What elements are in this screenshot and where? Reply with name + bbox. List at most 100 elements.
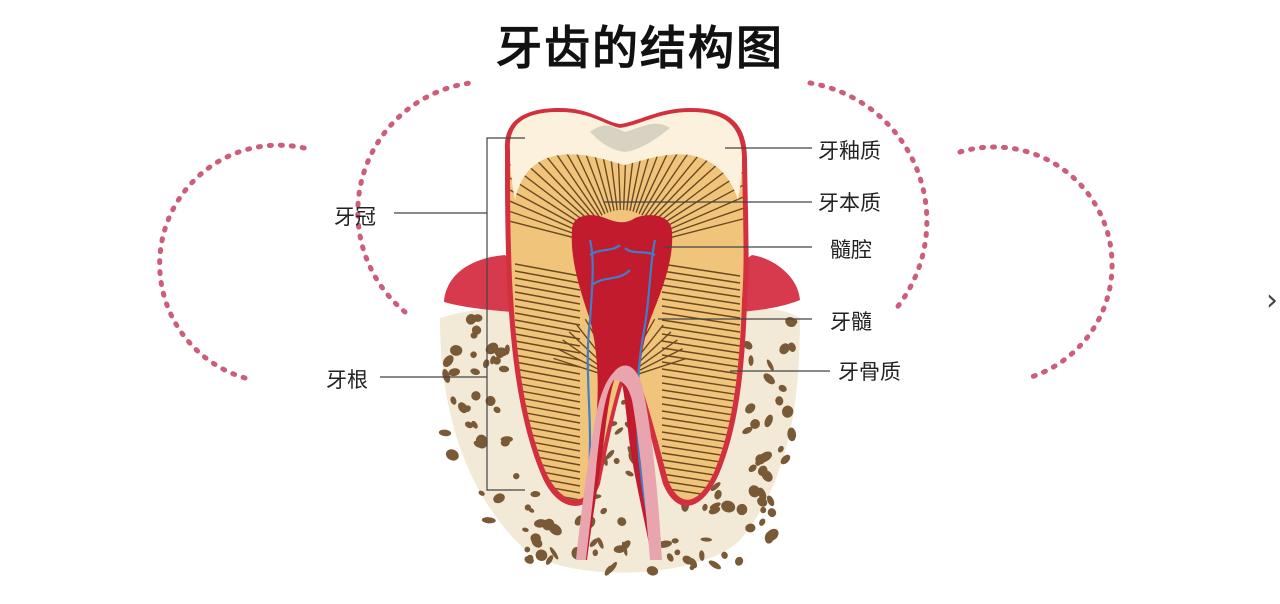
bone-speck	[442, 355, 454, 367]
crown-root-bracket	[486, 137, 525, 491]
vessel-branch-2	[624, 247, 656, 257]
bone-speck	[597, 537, 604, 549]
bone-speck	[450, 345, 463, 356]
bone-speck	[482, 359, 490, 369]
dentin-tubule	[661, 375, 741, 389]
dentin-tubule	[514, 326, 581, 340]
dentin-tubule	[653, 140, 744, 227]
label-dentin: 牙本质	[818, 191, 881, 215]
gum-left	[444, 255, 512, 312]
dotted-arc-left	[355, 80, 473, 315]
label-crown: 牙冠	[334, 205, 376, 229]
bone-speck	[445, 449, 459, 461]
leader-lines	[380, 137, 830, 491]
bone-speck	[614, 427, 624, 435]
dotted-arc-right	[807, 80, 930, 313]
bone-speck	[755, 454, 766, 465]
bone-speck	[613, 457, 620, 465]
dentin-tubule	[514, 340, 581, 354]
bone-speck	[710, 482, 721, 491]
decorative-dotted-circles	[157, 80, 1115, 381]
dentin-tubule	[658, 177, 744, 235]
dentin-tubule	[509, 190, 585, 238]
dentin-tubule	[553, 357, 602, 375]
bone-speck	[778, 384, 787, 392]
dentin-tubule	[661, 368, 741, 382]
enamel-highlight	[590, 123, 670, 152]
bone-speck	[600, 507, 608, 515]
bone-speck	[617, 517, 627, 526]
bone-speck	[607, 561, 618, 574]
bone-speck	[621, 541, 628, 556]
bone-speck	[448, 368, 461, 377]
label-root: 牙根	[326, 368, 368, 392]
bone-speck	[779, 343, 790, 355]
bone-speck	[745, 523, 756, 533]
chevron-right-icon[interactable]: ›	[1266, 283, 1278, 318]
bone-speck	[767, 508, 777, 518]
bone-speck	[478, 490, 485, 496]
bone-speck	[750, 419, 761, 429]
bone-speck	[657, 540, 672, 548]
bone-speck	[709, 502, 721, 510]
bone-speck	[714, 489, 722, 500]
bone-speck	[526, 554, 534, 562]
dentin-tubule	[509, 140, 591, 227]
bone-speck	[450, 396, 457, 405]
dentin-tubule	[661, 347, 741, 361]
dentin-tubule	[661, 333, 741, 347]
label-pulp: 牙髓	[830, 310, 872, 334]
bone-speck	[766, 359, 774, 371]
bone-speck	[500, 436, 513, 443]
bone-speck	[470, 332, 478, 339]
dentin-tubule	[514, 354, 581, 368]
bone-speck	[748, 485, 761, 498]
tooth-enamel	[509, 112, 742, 200]
dentin-tubule	[661, 305, 741, 319]
bone-speck	[742, 426, 753, 435]
label-cementum: 牙骨质	[838, 360, 901, 384]
dentin-tubule	[661, 340, 741, 354]
dentin-tubule	[514, 319, 581, 333]
bone-speck	[524, 546, 531, 553]
dentin-tubule	[514, 263, 581, 277]
dentin-tubule	[660, 204, 744, 241]
bone-speck	[589, 538, 599, 547]
dentin-tubule	[661, 361, 741, 375]
dentin-tubule	[514, 375, 581, 389]
tooth	[504, 108, 749, 560]
dentin-tubule	[514, 389, 581, 403]
bone-speck	[495, 349, 504, 358]
bone-speck	[671, 538, 679, 544]
bone-speck	[666, 553, 674, 562]
bone-speck	[485, 395, 496, 406]
dentin-tubule	[661, 403, 741, 417]
dentin-tubule	[661, 382, 741, 396]
dentin-tubule	[514, 382, 581, 396]
bone-speck	[682, 555, 693, 565]
dentin-tubule	[637, 348, 683, 372]
dentin-tubule	[514, 347, 581, 361]
dentin-tubule	[509, 152, 589, 229]
bone-speck	[621, 399, 626, 405]
bone-speck	[736, 503, 748, 516]
dentin-tubule	[661, 291, 741, 305]
dentin-tubule	[514, 305, 581, 319]
bone-speck	[708, 560, 721, 570]
bone-speck	[748, 355, 754, 366]
dentin-tubule	[509, 204, 584, 241]
bone-speck	[760, 506, 767, 514]
dentin-tubule	[661, 326, 741, 340]
gum-right	[742, 255, 800, 312]
bone-speck	[702, 503, 708, 511]
dentin-tubule	[557, 348, 603, 372]
bone-speck	[481, 517, 496, 524]
bone-speck	[763, 373, 775, 385]
dentin-tubule	[509, 164, 588, 232]
bone-speck	[549, 547, 559, 560]
bone-speck	[522, 527, 529, 533]
page-title: 牙齿的结构图	[496, 21, 784, 75]
bone-speck	[513, 473, 520, 480]
vessel-branch-1	[589, 244, 621, 256]
